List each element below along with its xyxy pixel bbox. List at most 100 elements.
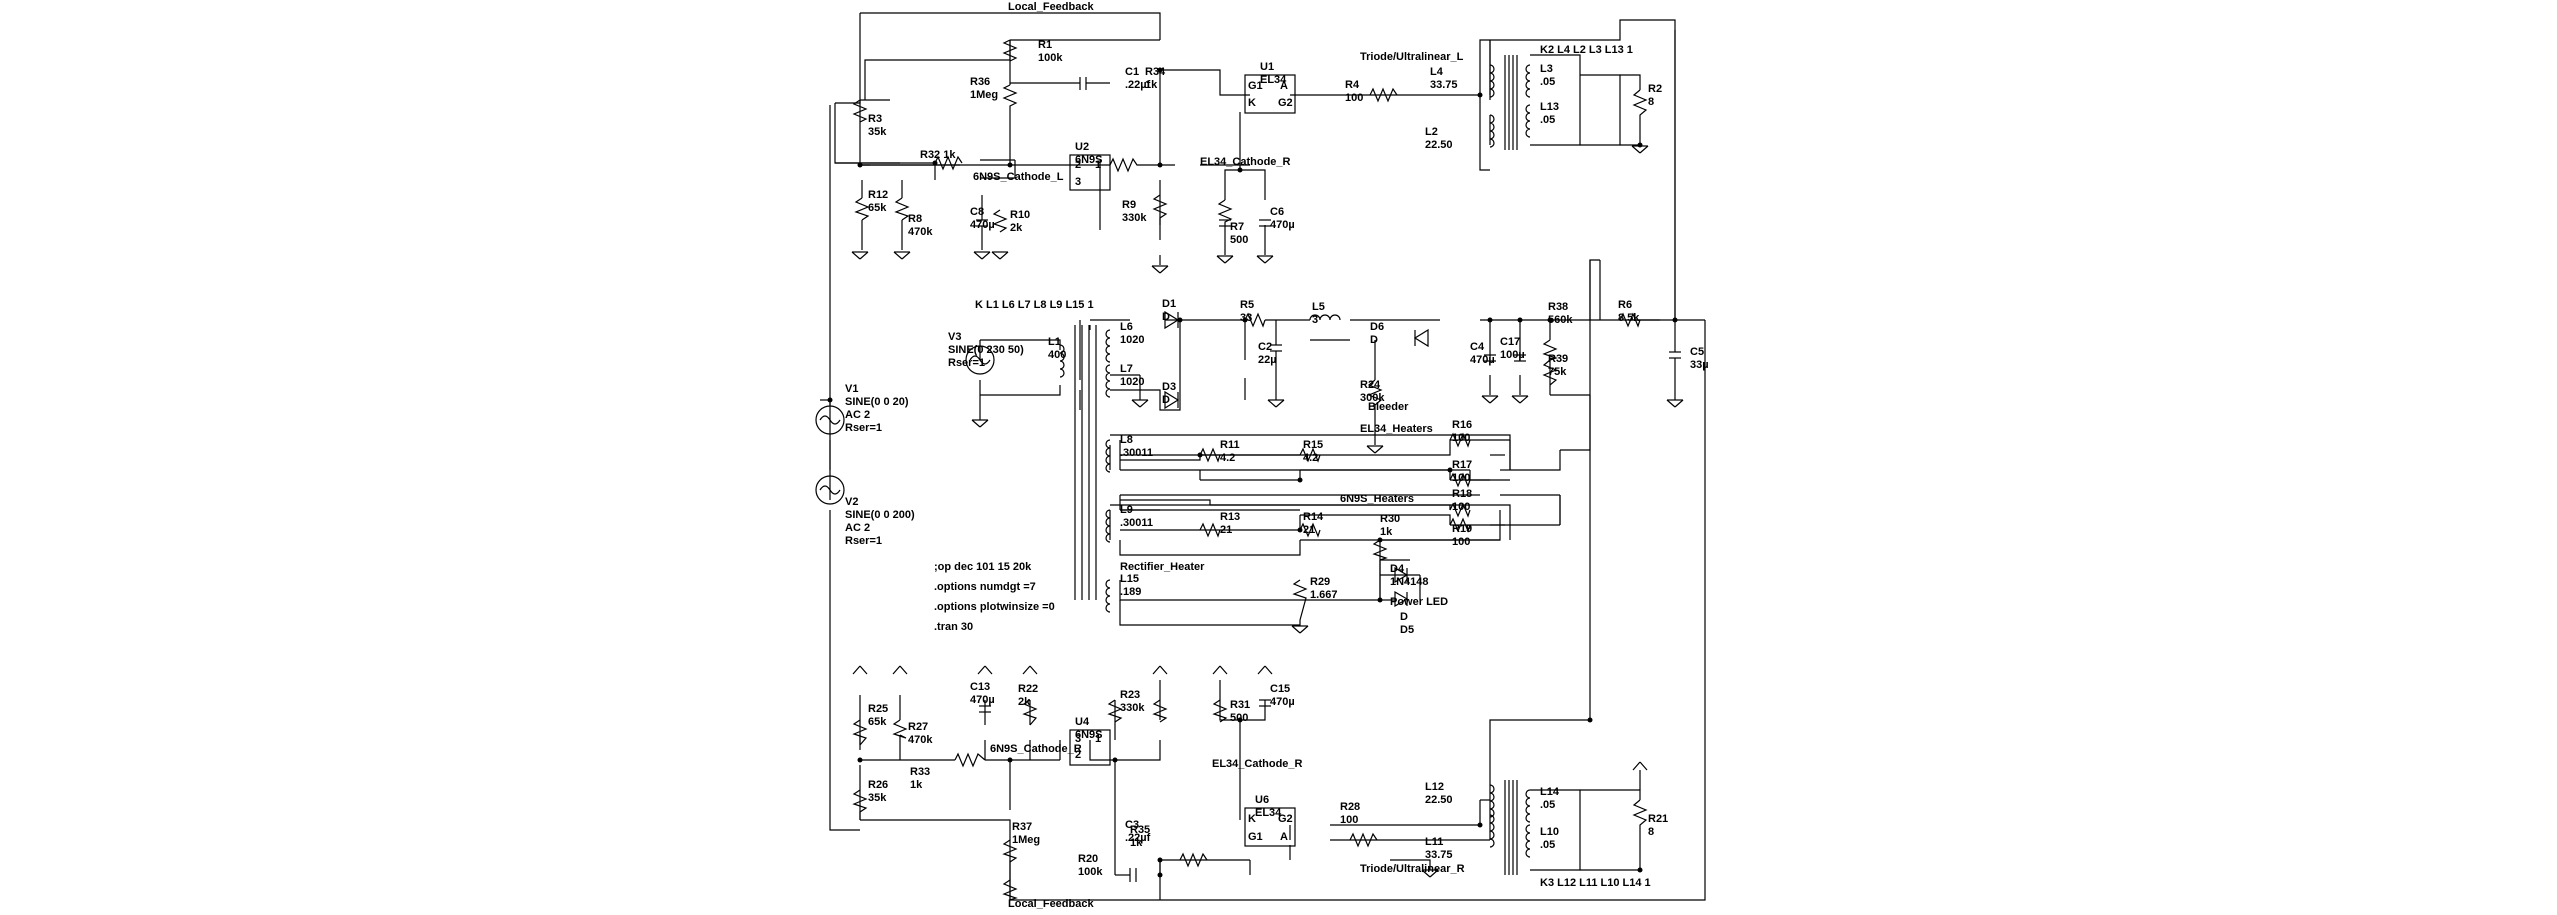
coupling-label: K3 L12 L11 L10 L14 1 (1540, 877, 1651, 889)
component-value: .05 (1540, 799, 1555, 811)
component-name: R31 (1230, 699, 1250, 711)
component-value: 22µ (1258, 354, 1277, 366)
component-value: 100 (1452, 501, 1470, 513)
misc-labels: Bleeder Power LED G1 A K G2 K G2 G1 A 2 … (1075, 80, 1448, 843)
component-value: 1020 (1120, 376, 1144, 388)
component-name: R27 (908, 721, 928, 733)
voltage-sources (815, 345, 995, 505)
pin-label: G2 (1278, 97, 1293, 109)
component-value: 100k (1078, 866, 1103, 878)
bleeder-label: Bleeder (1368, 401, 1409, 413)
component-value: 1Meg (1012, 834, 1040, 846)
component-name: L1 (1048, 336, 1061, 348)
component-name: L13 (1540, 101, 1559, 113)
component-value: 1020 (1120, 334, 1144, 346)
component-value: 8 (1648, 826, 1654, 838)
component-name: V1 (845, 383, 858, 395)
component-name: U4 (1075, 716, 1090, 728)
component-param: Rser=1 (845, 535, 882, 547)
component-name: R5 (1240, 299, 1254, 311)
component-name: C5 (1690, 346, 1704, 358)
component-name: C3 (1125, 819, 1139, 831)
component-param: AC 2 (845, 522, 870, 534)
directive-text: .options numdgt =7 (934, 581, 1036, 593)
component-name: R19 (1452, 523, 1472, 535)
component-param: AC 2 (845, 409, 870, 421)
component-value: .30011 (1120, 517, 1153, 529)
component-value: 65k (868, 716, 887, 728)
component-name: R38 (1548, 301, 1568, 313)
tube-symbols (1069, 74, 1296, 847)
component-value: 470µ (1270, 219, 1295, 231)
component-value: 470µ (970, 694, 995, 706)
component-name: L14 (1540, 786, 1560, 798)
component-value: 3 (1312, 314, 1318, 326)
component-value: 100µ (1500, 349, 1525, 361)
component-name: R29 (1310, 576, 1330, 588)
component-param: Rser=1 (948, 357, 985, 369)
component-name: L12 (1425, 781, 1444, 793)
component-name: L5 (1312, 301, 1325, 313)
net-label: EL34_Heaters (1360, 423, 1433, 435)
directives: ;op dec 101 15 20k .options numdgt =7 .o… (934, 561, 1055, 633)
component-name: L7 (1120, 363, 1133, 375)
net-label: EL34_Cathode_R (1200, 156, 1291, 168)
component-name: L15 (1120, 573, 1139, 585)
component-value: SINE(0 0 20) (845, 396, 909, 408)
component-value: 33.75 (1425, 849, 1453, 861)
component-name: R11 (1220, 439, 1240, 451)
component-value: 4.2 (1220, 452, 1235, 464)
component-value: 470k (908, 734, 933, 746)
component-value: 470µ (970, 219, 995, 231)
component-value: 1k (910, 779, 923, 791)
component-name: R20 (1078, 853, 1098, 865)
component-value: .05 (1540, 114, 1555, 126)
net-label: Rectifier_Heater (1120, 561, 1205, 573)
pin-label: 3 (1075, 176, 1081, 188)
component-value: D (1162, 394, 1170, 406)
pin-label: 1 (1095, 733, 1101, 745)
component-value: SINE(0 0 200) (845, 509, 915, 521)
pin-label: 3 (1075, 733, 1081, 745)
component-value: 100 (1452, 432, 1470, 444)
component-value: 65k (868, 202, 887, 214)
component-value: EL34 (1260, 74, 1287, 86)
component-value: 1k (1130, 837, 1143, 849)
component-name: L2 (1425, 126, 1438, 138)
component-value: 35k (868, 126, 887, 138)
component-labels: R1100kR28R335kR4100R533R68.5kR7500R8470k… (845, 39, 1709, 878)
component-name: R1 (1038, 39, 1052, 51)
component-value: .22µf (1125, 79, 1151, 91)
component-value: 1Meg (970, 89, 998, 101)
component-name: C8 (970, 206, 984, 218)
component-name: C6 (1270, 206, 1284, 218)
component-value: 22.50 (1425, 794, 1453, 806)
component-value: 100 (1345, 92, 1363, 104)
component-name: L8 (1120, 434, 1133, 446)
directive-text: .tran 30 (934, 621, 973, 633)
pin-label: G2 (1278, 813, 1293, 825)
component-value: SINE(0 230 50) (948, 344, 1024, 356)
power-led-label: Power LED (1390, 596, 1448, 608)
component-name: R36 (970, 76, 990, 88)
pin-label: 2 (1075, 749, 1081, 761)
component-name: D (1400, 611, 1408, 623)
component-name: D4 (1390, 563, 1405, 575)
net-label: Local_Feedback (1008, 1, 1094, 13)
component-value: 470k (908, 226, 933, 238)
component-value: 8.5k (1618, 312, 1640, 324)
diode-symbols (1164, 310, 1429, 608)
component-name: D6 (1370, 321, 1384, 333)
component-name: C15 (1270, 683, 1290, 695)
component-value: D (1162, 311, 1170, 323)
component-name: R12 (868, 189, 888, 201)
component-value: 4.2 (1303, 452, 1318, 464)
pin-label: K (1248, 97, 1256, 109)
capacitor-symbols (976, 77, 1681, 882)
component-name: C4 (1470, 341, 1485, 353)
net-labels: Local_Feedback Local_Feedback Triode/Ult… (973, 1, 1651, 910)
pin-label: G1 (1248, 831, 1263, 843)
component-value: 1k (1380, 526, 1393, 538)
component-value: 75k (1548, 366, 1567, 378)
component-value: 6N9S (1075, 154, 1103, 166)
